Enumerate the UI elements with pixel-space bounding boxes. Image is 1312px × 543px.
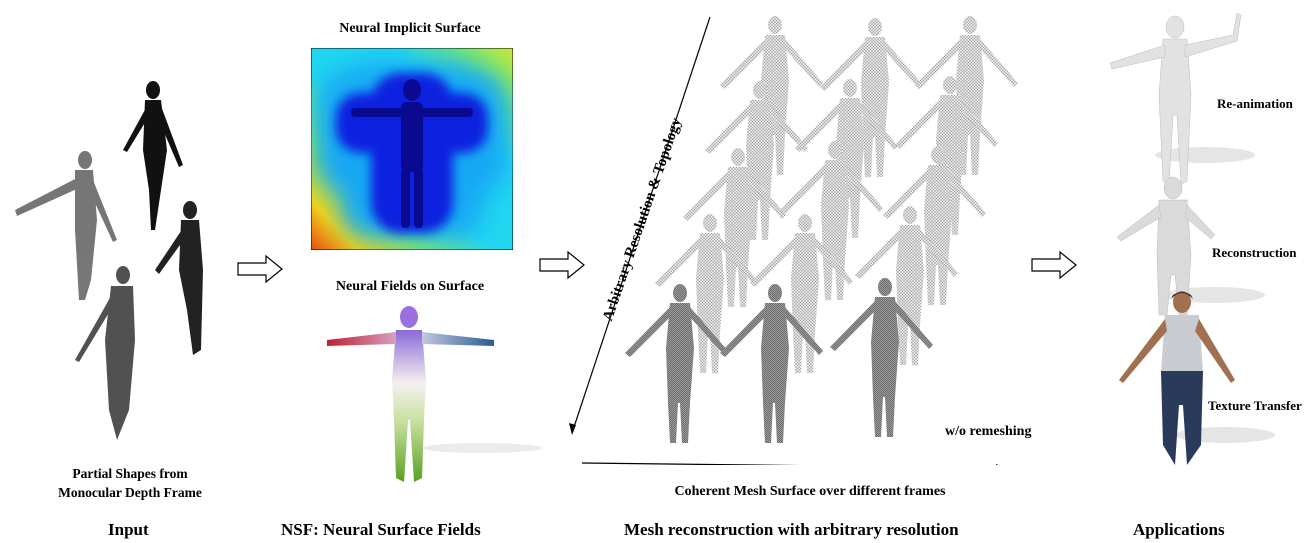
partial-shapes-figure [15,81,203,440]
app-item-reanimation: Re-animation [1217,96,1293,111]
texture-transfer-figure [1119,291,1275,465]
app-item-texture-transfer: Texture Transfer [1208,398,1302,413]
flow-arrow-icon [237,254,283,284]
partial-shape [75,266,135,440]
applications-figure [1109,12,1275,465]
input-caption: Input [108,520,149,539]
partial-shape [15,151,117,300]
neural-implicit-surface-heatmap [311,48,513,250]
flow-arrow-icon [539,250,585,280]
mesh-grid-figure [569,16,1018,465]
nsf-caption: NSF: Neural Surface Fields [281,520,481,539]
implicit-surface-title: Neural Implicit Surface [339,21,481,36]
without-remeshing-label: w/o remeshing [945,424,1032,439]
partial-shape [123,81,183,230]
input-subtitle-line2: Monocular Depth Frame [58,485,202,500]
neural-fields-title: Neural Fields on Surface [335,279,485,294]
input-subtitle-line1: Partial Shapes from [72,466,188,481]
reconstruction-figure [1116,176,1265,316]
mesh-figure [705,81,808,240]
neural-fields-on-surface-figure [327,306,542,482]
mesh-caption: Mesh reconstruction with arbitrary resol… [624,520,959,539]
flow-arrow-icon [1031,250,1077,280]
applications-caption: Applications [1133,520,1225,539]
mesh-figure [915,16,1018,175]
app-item-reconstruction: Reconstruction [1212,245,1297,260]
input-subtitle: Partial Shapes from Monocular Depth Fram… [30,464,230,502]
reanimation-figure [1109,12,1255,186]
partial-shape [155,201,203,355]
coherent-mesh-label: Coherent Mesh Surface over different fra… [674,484,946,499]
